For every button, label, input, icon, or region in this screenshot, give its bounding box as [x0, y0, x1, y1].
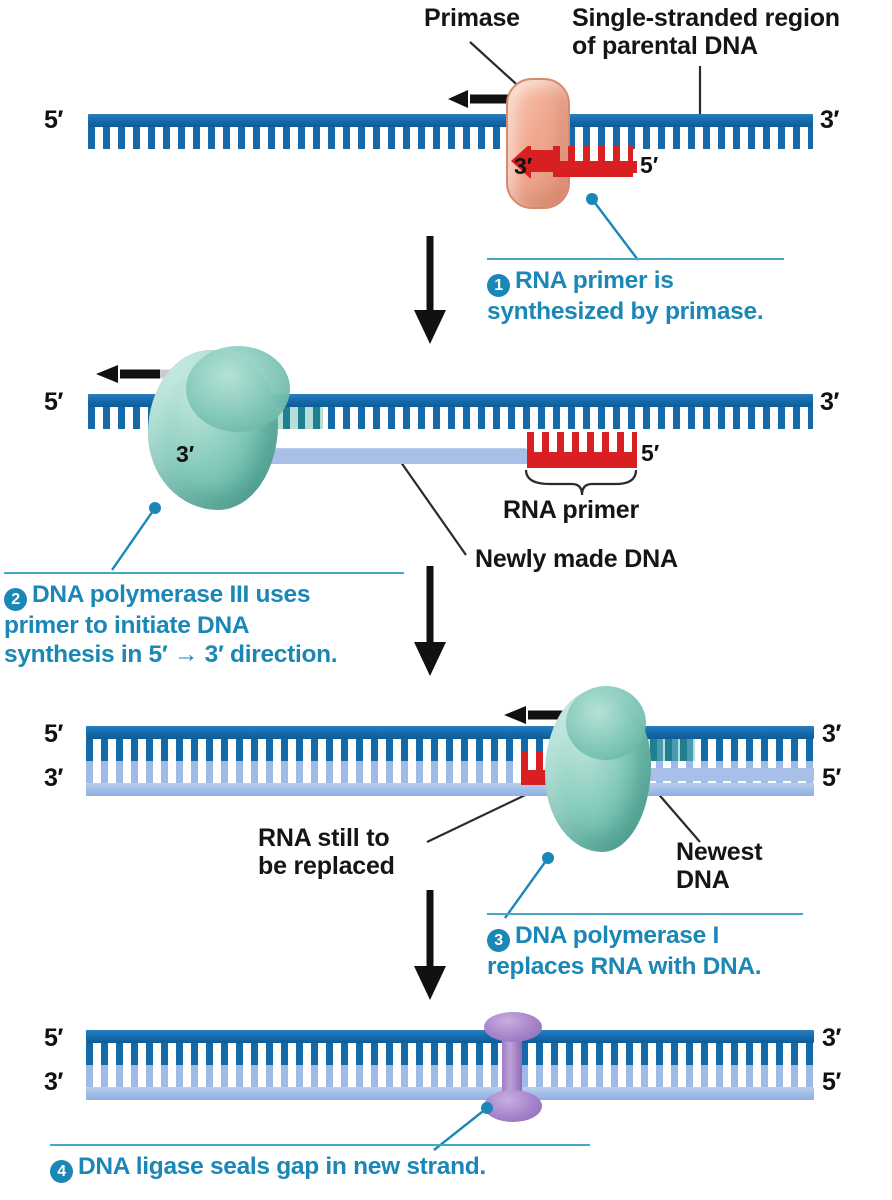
rna-primer-direction-arrow [511, 146, 637, 179]
step2-caption-rule [4, 572, 404, 574]
top-strand-teeth [86, 1043, 814, 1065]
rna-primer-text: RNA primer [503, 496, 639, 524]
top-strand-backbone [86, 726, 814, 739]
rna-teeth [553, 146, 633, 163]
step2-text: DNA polymerase III uses primer to initia… [4, 581, 338, 669]
newest-dna-text: Newest DNA [676, 838, 763, 894]
dna-ligase-top-cap [484, 1012, 542, 1042]
step3-text: DNA polymerase I replaces RNA with DNA. [487, 922, 762, 980]
panel4-leader-lines [433, 1102, 493, 1151]
panel4-duplex [86, 1030, 814, 1100]
step1-text: RNA primer is synthesized by primase. [487, 267, 764, 325]
panel2-primer-5prime: 5′ [641, 440, 660, 466]
step2-badge: 2 [4, 588, 27, 611]
panel2-new-strand-3prime: 3′ [176, 441, 195, 467]
panel4-bottom-right-prime: 5′ [822, 1068, 841, 1096]
step3-badge: 3 [487, 929, 510, 952]
panel1-left-prime: 5′ [44, 106, 63, 134]
top-strand-backbone [86, 1030, 814, 1043]
panel2-rna-primer [527, 432, 637, 468]
step3-caption-rule [487, 913, 803, 915]
step4-caption-rule [50, 1144, 590, 1146]
flow-arrow-2-to-3 [414, 566, 446, 676]
rna-teeth [527, 432, 637, 452]
panel3-top-right-prime: 3′ [822, 720, 841, 748]
panel4-callout-leader [433, 1102, 493, 1151]
rna-still-to-be-replaced-text: RNA still to be replaced [258, 824, 395, 880]
step1-badge: 1 [487, 274, 510, 297]
panel3-bottom-left-prime: 3′ [44, 764, 63, 792]
bottom-strand-backbone [86, 1087, 814, 1100]
parental-dna-label: Single-stranded region of parental DNA [572, 4, 840, 60]
strand-backbone [88, 114, 813, 127]
panel3-bottom-right-prime: 5′ [822, 764, 841, 792]
dna-ligase-neck [502, 1026, 522, 1108]
panel4-top-right-prime: 3′ [822, 1024, 841, 1052]
panel2-callout-leader [111, 502, 161, 571]
panel4-top-left-prime: 5′ [44, 1024, 63, 1052]
primase-protein [506, 78, 570, 209]
panel4-bottom-left-prime: 3′ [44, 1068, 63, 1096]
dna-polymerase-i-lobe [566, 686, 646, 760]
newly-made-dna-text: Newly made DNA [475, 545, 678, 573]
rna-primer-brace [524, 469, 638, 496]
strand-teeth [88, 127, 813, 149]
flow-arrow-1-to-2 [414, 236, 446, 344]
panel1-primer-3prime: 3′ [514, 153, 533, 179]
panel3-top-left-prime: 5′ [44, 720, 63, 748]
bottom-strand-teeth [86, 1065, 814, 1087]
panel1-right-prime: 3′ [820, 106, 839, 134]
flow-arrow-3-to-4 [414, 890, 446, 1000]
top-strand-teeth [86, 739, 814, 761]
dna-polymerase-iii-lobe [186, 346, 290, 432]
primase-label: Primase [424, 4, 520, 32]
step4-text: DNA ligase seals gap in new strand. [78, 1153, 486, 1180]
step1-caption-rule [487, 258, 784, 260]
panel3-callout-leader [504, 852, 554, 919]
step4-badge: 4 [50, 1160, 73, 1183]
panel1-parental-strand [88, 114, 813, 149]
panel1-primer-5prime: 5′ [640, 152, 659, 178]
rna-backbone [527, 452, 637, 468]
panel1-callout-leader [586, 193, 639, 261]
dna-ligase-bottom-cap [484, 1090, 542, 1122]
panel2-left-prime: 5′ [44, 388, 63, 416]
panel2-right-prime: 3′ [820, 388, 839, 416]
